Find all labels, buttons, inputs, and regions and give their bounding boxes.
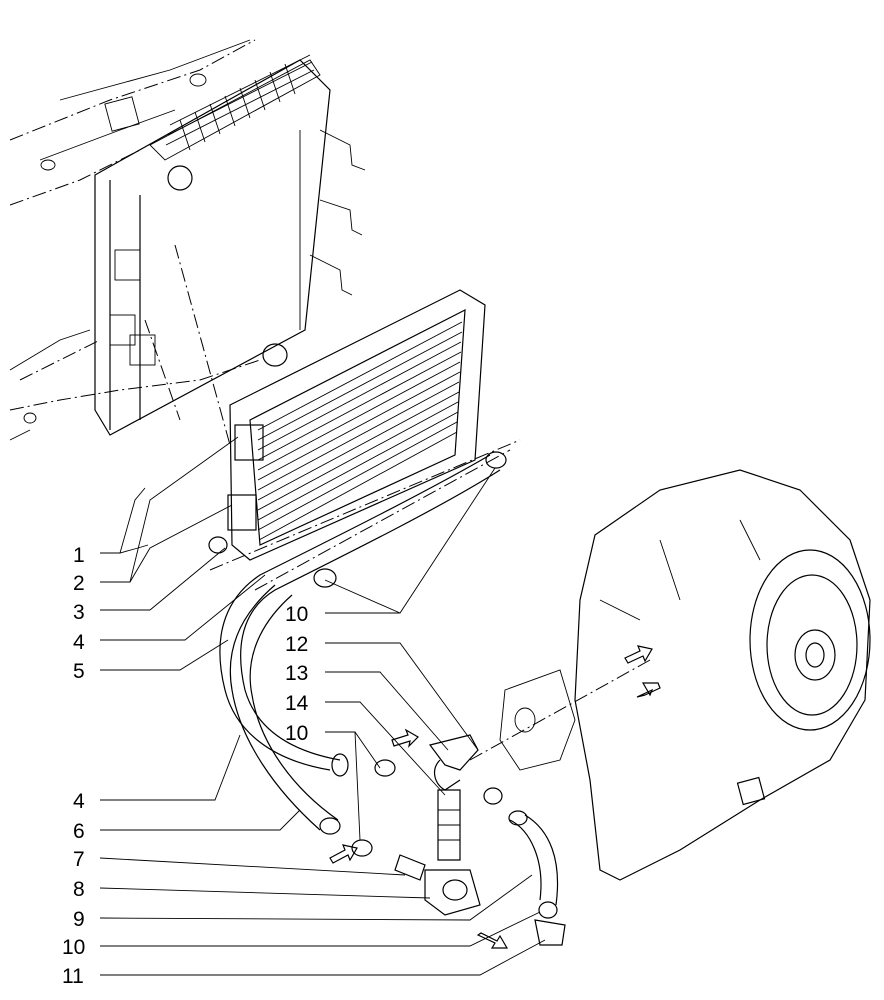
oil-cooler-fins <box>257 321 463 541</box>
callout-10: 10 <box>285 722 308 745</box>
callout-12: 12 <box>285 633 308 656</box>
callout-7: 7 <box>73 848 85 871</box>
radiator-core-grid <box>165 54 315 151</box>
hose-right <box>508 810 559 906</box>
callout-1: 1 <box>73 544 85 567</box>
callout-10: 10 <box>62 936 85 959</box>
callout-labels: 1 2 3 4 5 10 12 13 14 10 4 6 7 8 9 10 11 <box>62 544 309 988</box>
flow-arrows <box>329 645 661 949</box>
callout-10: 10 <box>285 603 308 626</box>
callout-8: 8 <box>73 878 85 901</box>
callout-2: 2 <box>73 572 85 595</box>
radiator-assembly <box>94 54 366 436</box>
leader-lines <box>99 436 546 976</box>
callout-13: 13 <box>285 662 308 685</box>
oil-cooler <box>208 289 486 561</box>
callout-14: 14 <box>285 692 309 715</box>
callout-4: 4 <box>73 790 85 813</box>
chassis-frame <box>9 39 261 441</box>
fittings <box>394 734 566 946</box>
callout-9: 9 <box>73 908 85 931</box>
hose-clamps <box>313 568 558 919</box>
callout-6: 6 <box>73 820 85 843</box>
hose-upper <box>219 451 507 777</box>
callout-11: 11 <box>62 965 84 988</box>
callout-3: 3 <box>73 601 85 624</box>
transmission-housing <box>499 469 871 881</box>
callout-5: 5 <box>73 660 85 683</box>
callout-4: 4 <box>73 631 85 654</box>
hose-lower-left <box>229 584 341 835</box>
